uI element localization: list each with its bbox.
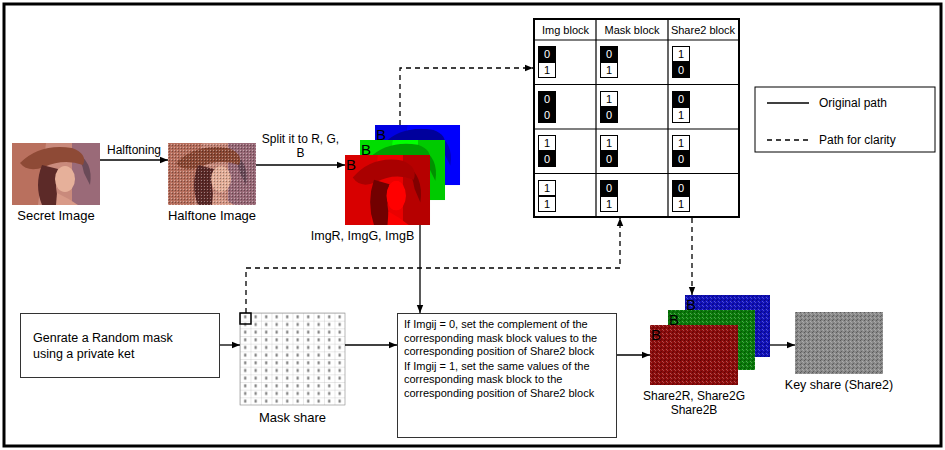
dashed-connector [691,218,692,295]
channel-letter: B [361,141,374,158]
dashed-connector [246,218,620,313]
channel-letter: B [651,326,664,343]
legend-item: Path for clarity [767,131,896,149]
bit-cell: 0 [672,91,690,107]
legend-text: Original path [819,96,887,110]
column-header: Img block [535,20,596,40]
share-red-channel [650,325,738,385]
image-caption: Halftone Image [154,208,270,224]
image-caption: Share2R, Share2G Share2B [640,389,748,417]
channel-letter: B [686,296,699,313]
channel-letter: B [376,126,389,143]
edge-label: Split it to R, G, B [259,132,343,160]
bit-cell: 0 [538,46,556,62]
legend-line [767,102,809,103]
legend-sample [767,98,809,108]
halftone-image [168,143,256,205]
image-node: Secret Image [12,143,100,205]
legend-frame [755,87,935,152]
bit-cell: 1 [538,196,556,212]
dashed-connector [400,68,533,125]
legend-box: Original pathPath for clarity [755,87,935,152]
image-node: Halftone Image [168,143,256,205]
key-share-image [795,312,883,374]
bit-cell: 1 [600,196,618,212]
connector-arrow [220,344,240,345]
rule-text: If Imgij = 0, set the complement of the … [404,318,610,359]
bit-cell: 0 [600,46,618,62]
bit-cell: 1 [538,135,556,151]
legend-text: Path for clarity [819,133,896,147]
image-caption: Key share (Share2) [781,378,897,393]
bit-cell: 0 [600,180,618,196]
column-header: Mask block [596,20,668,40]
secret-image [12,143,100,205]
channel-stack: ImgR, ImgG, ImgB [345,125,460,225]
bit-cell: 1 [672,196,690,212]
bit-cell: 0 [672,151,690,167]
channel-letter: B [346,156,359,173]
bit-cell: 0 [538,107,556,123]
share-noise [650,325,738,385]
bit-cell: 0 [538,91,556,107]
outer-frame [4,4,941,446]
bit-cell: 1 [600,62,618,78]
bit-cell: 1 [672,46,690,62]
truth-table: Img blockMask blockShare2 block [533,18,740,218]
bit-cell: 1 [538,180,556,196]
connector-arrow [345,344,397,345]
column-header: Share2 block [668,20,738,40]
bit-cell: 0 [672,62,690,78]
red-channel [345,155,430,225]
bit-cell: 1 [672,135,690,151]
red-channel-image [345,155,430,225]
process-box: Genrate a Random mask using a private ke… [20,313,220,378]
connector-arrow [617,354,650,355]
mask-share-grid [240,313,345,405]
image-caption: Mask share [230,410,355,426]
mask-block-highlight [240,313,251,324]
process-text: Genrate a Random mask using a private ke… [33,330,189,362]
rule-box: If Imgij = 0, set the complement of the … [397,313,617,438]
connector-arrow [256,164,345,165]
connector-arrow [100,159,168,160]
channel-letter: B [669,311,682,328]
image-node: Key share (Share2) [795,312,883,374]
halftone-texture [168,143,256,205]
bit-cell: 0 [538,151,556,167]
channel-stack: Share2R, Share2G Share2B [650,295,770,385]
image-caption: Secret Image [0,208,114,224]
mask-grid: Mask share [240,313,345,405]
connector-arrow [770,344,795,345]
bit-cell: 1 [600,91,618,107]
image-caption: ImgR, ImgG, ImgB [300,229,425,244]
legend-sample [767,135,809,145]
mask-share-grid [240,313,345,405]
key-share-noise [795,312,883,374]
bit-cell: 1 [600,135,618,151]
bit-cell: 1 [672,107,690,123]
bit-cell: 1 [538,62,556,78]
connector-arrow [419,225,420,313]
rule-text: If Imgij = 1, set the same values of the… [404,360,610,401]
table-grid [535,20,738,216]
bit-cell: 0 [600,107,618,123]
edge-label: Halftoning [99,143,169,157]
bit-cell: 0 [600,151,618,167]
bit-cell: 0 [672,180,690,196]
legend-item: Original path [767,94,887,112]
legend-line [767,139,809,140]
